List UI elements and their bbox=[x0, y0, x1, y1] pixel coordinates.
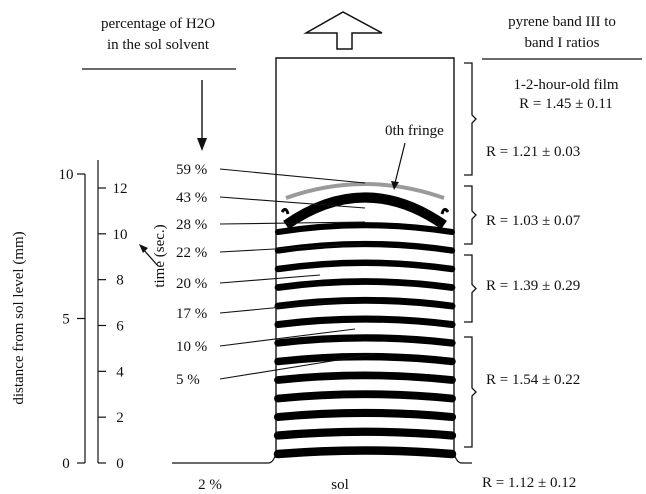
header-right-line2: band I ratios bbox=[525, 35, 600, 51]
fringe-band bbox=[274, 278, 456, 291]
down-arrow-icon bbox=[197, 138, 207, 151]
fringe-band bbox=[274, 390, 456, 403]
zeroth-fringe-label: 0th fringe bbox=[385, 123, 444, 139]
water-leader-line bbox=[219, 243, 366, 253]
time-arrow-icon bbox=[139, 244, 148, 253]
fringe-band bbox=[273, 427, 457, 440]
water-leader-line bbox=[219, 301, 336, 314]
fringe-band bbox=[274, 259, 456, 273]
old-film-label: 1-2-hour-old film bbox=[513, 77, 618, 93]
header-left-line1: percentage of H2O bbox=[101, 16, 215, 32]
sol-water-label: 2 % bbox=[198, 477, 222, 493]
time-tick-label: 12 bbox=[113, 181, 128, 197]
fringe-band bbox=[274, 352, 456, 366]
header-right-line1: pyrene band III to bbox=[508, 14, 616, 30]
fringe-band bbox=[274, 222, 456, 236]
water-leader-line bbox=[219, 168, 366, 184]
fringe-band bbox=[274, 371, 456, 384]
fringe-edge bbox=[280, 207, 290, 215]
water-percent-label: 10 % bbox=[176, 339, 207, 355]
fringe-band bbox=[283, 192, 447, 230]
ratio-label: R = 1.54 ± 0.22 bbox=[486, 372, 580, 388]
water-percent-label: 20 % bbox=[176, 276, 207, 292]
time-tick-label: 4 bbox=[116, 364, 124, 380]
fringe-band bbox=[273, 408, 457, 422]
water-percent-label: 43 % bbox=[176, 190, 207, 206]
ratio-bracket bbox=[464, 185, 477, 245]
ratio-bracket bbox=[464, 336, 477, 448]
water-percent-label: 28 % bbox=[176, 217, 207, 233]
zeroth-fringe-arrow-icon bbox=[391, 181, 399, 190]
water-percent-label: 5 % bbox=[176, 372, 200, 388]
header-left-line2: in the sol solvent bbox=[107, 37, 210, 53]
withdrawal-up-arrow-icon bbox=[303, 11, 383, 50]
distance-tick-label: 0 bbox=[62, 456, 70, 472]
distance-tick-label: 5 bbox=[62, 312, 70, 328]
water-leader-line bbox=[219, 328, 356, 347]
distance-axis: 0 5 10 bbox=[59, 167, 86, 472]
water-percent-label: 59 % bbox=[176, 162, 207, 178]
ratio-bracket bbox=[464, 62, 477, 176]
zeroth-fringe-cap bbox=[285, 182, 445, 200]
fringe-band bbox=[273, 446, 457, 459]
water-percent-label: 17 % bbox=[176, 306, 207, 322]
time-tick-label: 10 bbox=[113, 227, 128, 243]
time-tick-label: 8 bbox=[116, 273, 124, 289]
time-axis: 0 2 4 6 8 10 12 bbox=[97, 160, 128, 472]
water-percentage-labels: 59 % 43 % 28 % 22 % 20 % 17 % 10 % 5 % bbox=[176, 162, 376, 388]
fringe-band bbox=[274, 334, 456, 347]
time-tick-label: 2 bbox=[116, 410, 124, 426]
time-tick-label: 6 bbox=[116, 319, 124, 335]
water-leader-line bbox=[219, 196, 366, 209]
film-outline bbox=[275, 57, 455, 458]
ratio-label: R = 1.39 ± 0.29 bbox=[486, 278, 580, 294]
ratio-brackets bbox=[464, 62, 477, 448]
water-leader-line bbox=[219, 353, 376, 380]
ratio-bracket bbox=[464, 254, 477, 323]
time-axis-label: time (sec.) bbox=[152, 224, 168, 287]
fringe-band bbox=[274, 315, 456, 329]
sol-label: sol bbox=[331, 477, 349, 493]
sol-ratio-label: R = 1.12 ± 0.12 bbox=[482, 475, 576, 491]
ratio-label: R = 1.03 ± 0.07 bbox=[486, 213, 581, 229]
fringe-band bbox=[274, 296, 456, 310]
ratio-label: R = 1.21 ± 0.03 bbox=[486, 144, 580, 160]
time-tick-label: 0 bbox=[116, 456, 124, 472]
zeroth-fringe-leader bbox=[394, 142, 406, 184]
old-film-ratio: R = 1.45 ± 0.11 bbox=[519, 96, 613, 112]
fringe-edge bbox=[440, 207, 450, 215]
distance-axis-label: distance from sol level (mm) bbox=[11, 231, 27, 404]
interference-fringes bbox=[273, 192, 457, 459]
distance-tick-label: 10 bbox=[59, 167, 74, 183]
time-arrow-shaft bbox=[142, 248, 159, 267]
water-leader-line bbox=[219, 274, 321, 284]
water-leader-line bbox=[219, 221, 366, 225]
water-percent-label: 22 % bbox=[176, 245, 207, 261]
